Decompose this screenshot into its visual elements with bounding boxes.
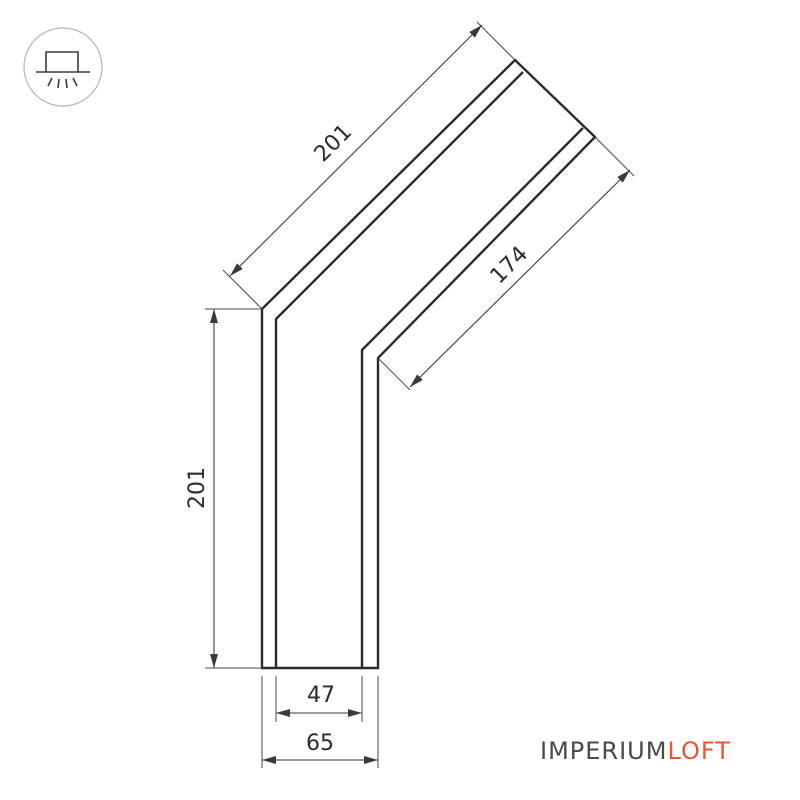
brand-logo-part2: LOFT [667,737,731,765]
dimension-diagonal-inner: 174 [377,136,635,391]
dimension-label-outer-width: 65 [306,731,334,756]
dimension-vertical: 201 [185,308,262,669]
brand-logo: IMPERIUMLOFT [540,737,731,765]
brand-logo-part1: IMPERIUM [540,737,668,765]
dimension-label-inner-width: 47 [307,683,335,708]
dimension-diagonal-outer: 201 [222,21,516,310]
dimension-label-vertical: 201 [185,467,210,509]
dimension-label-diagonal-inner: 174 [486,242,533,289]
dimension-inner-width: 47 [275,676,363,722]
dimension-outer-width: 65 [261,676,379,768]
dimension-label-diagonal-outer: 201 [310,120,357,167]
ceiling-mount-light-icon [23,27,103,107]
